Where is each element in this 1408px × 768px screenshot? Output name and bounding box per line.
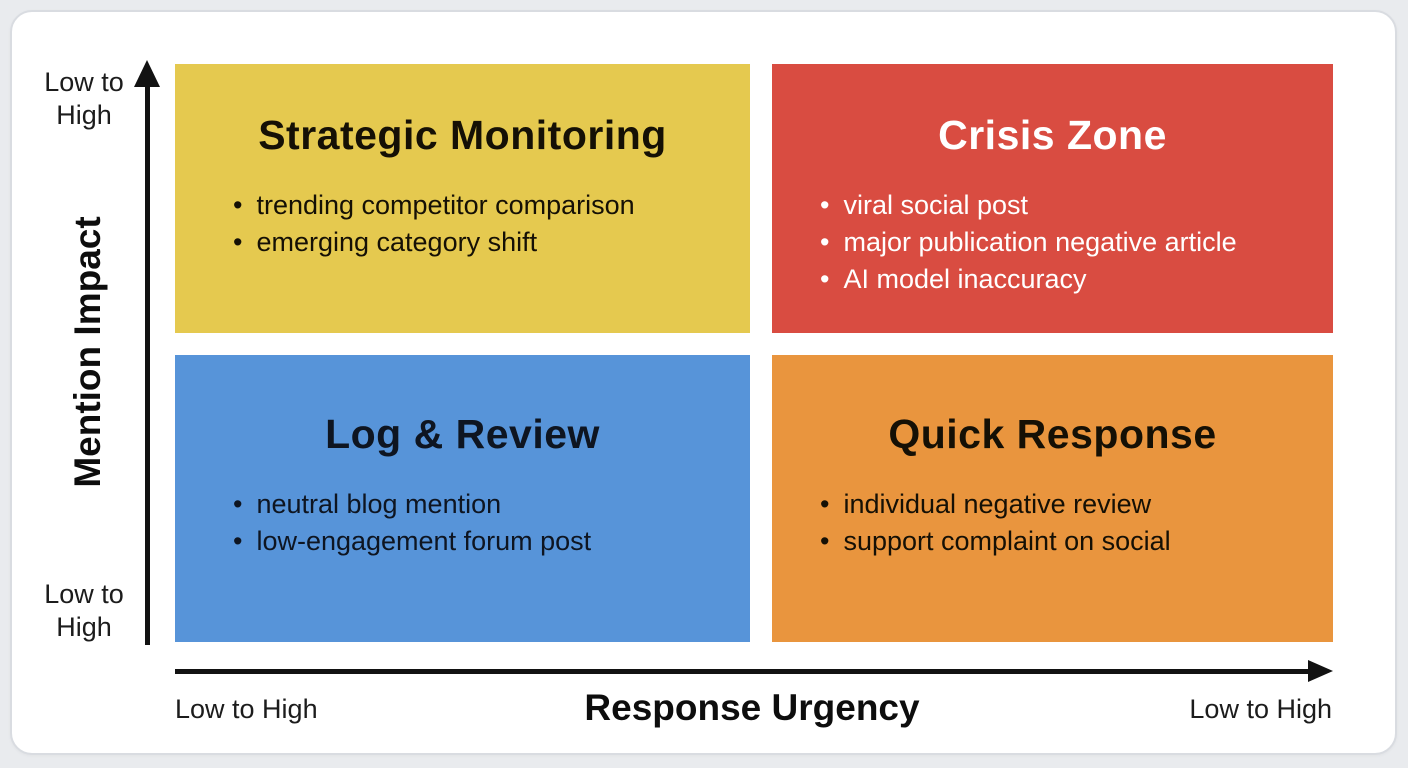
y-axis-line: [145, 84, 150, 645]
x-axis-min-label: Low to High: [175, 694, 318, 724]
y-axis-min-label: Low to High: [44, 579, 124, 642]
quadrant-item: viral social post: [820, 187, 1333, 224]
quadrant-item: neutral blog mention: [233, 486, 750, 523]
quadrant-item-list: viral social post major publication nega…: [772, 187, 1333, 298]
quadrant-title: Crisis Zone: [938, 112, 1167, 158]
quadrant-item-list: neutral blog mention low-engagement foru…: [175, 486, 750, 560]
quadrant-item: support complaint on social: [820, 523, 1333, 560]
quadrant-strategic-monitoring: Strategic Monitoring trending competitor…: [175, 64, 750, 333]
y-axis-arrowhead-icon: [134, 60, 160, 87]
quadrant-crisis-zone: Crisis Zone viral social post major publ…: [772, 64, 1333, 333]
quadrant-title: Quick Response: [888, 411, 1217, 457]
quadrant-log-review: Log & Review neutral blog mention low-en…: [175, 355, 750, 642]
quadrant-item: low-engagement forum post: [233, 523, 750, 560]
quadrant-quick-response: Quick Response individual negative revie…: [772, 355, 1333, 642]
quadrant-item-list: trending competitor comparison emerging …: [175, 187, 750, 261]
x-axis-arrowhead-icon: [1308, 660, 1333, 682]
quadrant-item: trending competitor comparison: [233, 187, 750, 224]
x-axis-max-label: Low to High: [1189, 694, 1332, 724]
quadrant-item: major publication negative article: [820, 224, 1333, 261]
quadrant-item: AI model inaccuracy: [820, 261, 1333, 298]
quadrant-title: Log & Review: [325, 411, 600, 457]
quadrant-item: individual negative review: [820, 486, 1333, 523]
quadrant-item: emerging category shift: [233, 224, 750, 261]
y-axis-max-label: Low to High: [44, 67, 124, 130]
y-axis-title: Mention Impact: [67, 216, 108, 488]
x-axis-title: Response Urgency: [584, 687, 920, 728]
quadrant-title: Strategic Monitoring: [258, 112, 667, 158]
quadrant-item-list: individual negative review support compl…: [772, 486, 1333, 560]
x-axis-line: [175, 669, 1310, 674]
